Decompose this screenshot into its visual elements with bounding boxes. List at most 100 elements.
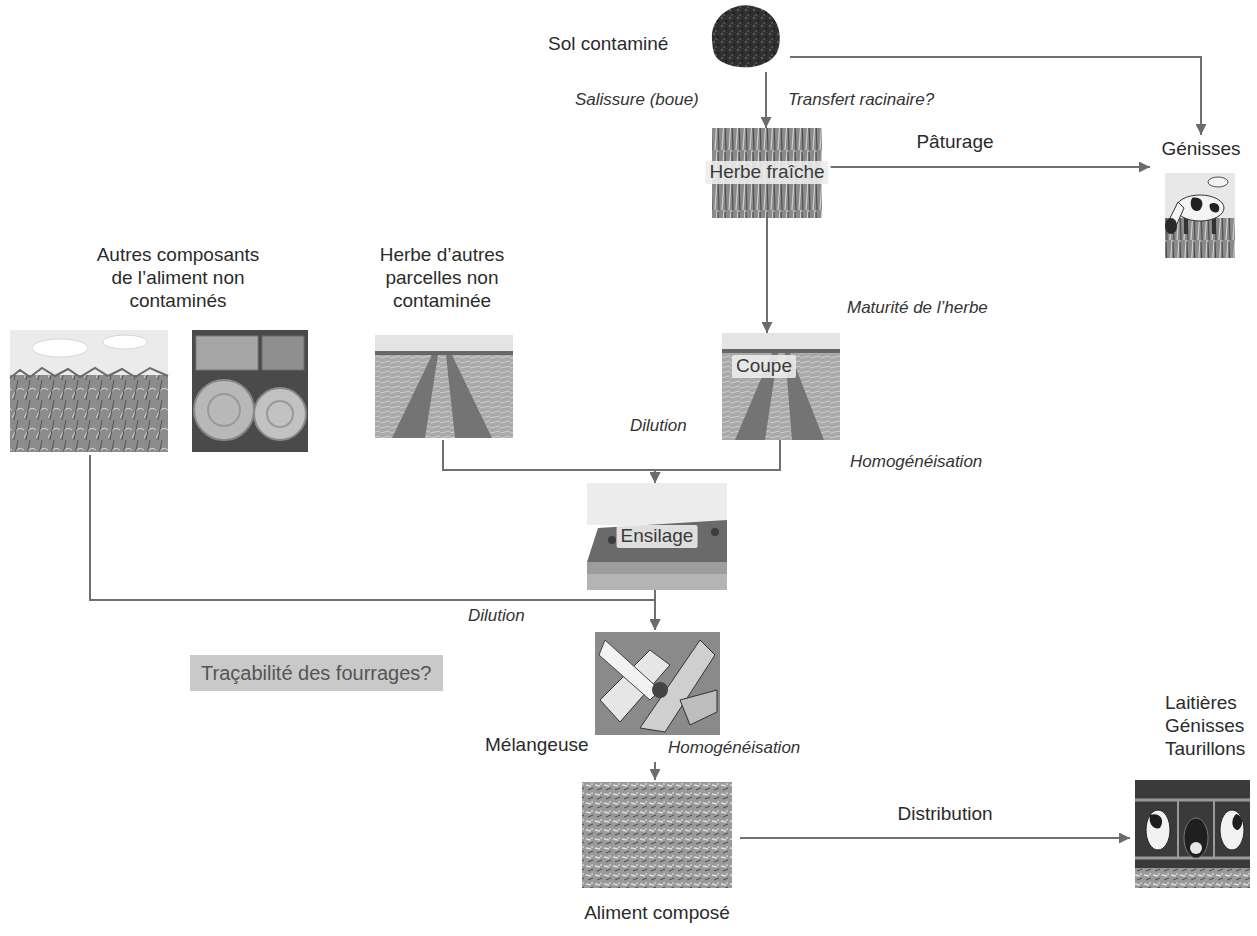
sky (722, 333, 840, 351)
cow-spot (1232, 814, 1242, 830)
grass-photo (712, 128, 822, 218)
flow-arrow (654, 590, 656, 630)
windrow (735, 353, 778, 440)
ground (587, 574, 727, 590)
edge-label: Distribution (894, 803, 995, 826)
square-bale (196, 336, 258, 370)
treeline (722, 349, 840, 353)
node-text: Autres composants de l’aliment non conta… (88, 244, 268, 312)
cow-spot (1191, 198, 1203, 211)
edge-label: Pâturage (913, 131, 996, 154)
cow-head (1184, 818, 1208, 858)
barn-photo (1135, 780, 1250, 888)
mixer-blade (599, 640, 660, 700)
process-node: Mélangeuse (480, 630, 722, 762)
tyre (711, 528, 719, 536)
label-holder: Dilution (468, 606, 525, 626)
note-box: Traçabilité des fourrages? (190, 655, 443, 691)
flow-arrow (655, 440, 780, 483)
node-text: Ensilage (617, 525, 698, 548)
label-holder: Maturité de l’herbe (847, 298, 988, 318)
flow-arrow (654, 762, 656, 780)
animal-node: Laitières Génisses Taurillons (1130, 692, 1257, 890)
feed-barrier (1213, 800, 1215, 858)
windrow (785, 353, 824, 440)
mixer-blade (680, 690, 717, 725)
sky (587, 483, 727, 525)
flow-arrow (766, 218, 768, 333)
process-note: Homogénéisation (668, 738, 800, 758)
barn-photo (192, 330, 308, 452)
connector-group (90, 57, 1201, 838)
node-text: Coupe (732, 355, 796, 378)
flow-arrow (90, 455, 655, 630)
cow-muzzle (1190, 842, 1202, 854)
photo-node: Herbe fraîche (712, 128, 831, 218)
cloud (32, 339, 88, 357)
animal-node: Génisses (1150, 135, 1252, 260)
treeline (375, 351, 513, 355)
bale-spiral (208, 394, 240, 426)
node-text: Herbe fraîche (705, 161, 828, 184)
cow-head (1220, 810, 1244, 850)
pasture (1165, 218, 1235, 258)
windrow (446, 355, 492, 438)
sky (10, 330, 168, 380)
silage-tarp (587, 520, 727, 566)
node-text: Aliment composé (584, 902, 730, 925)
feed-photo (582, 782, 732, 888)
tyre (686, 528, 694, 536)
tyre (608, 536, 616, 544)
round-bale (194, 380, 254, 440)
label-holder: Transfert racinaire? (788, 90, 934, 110)
flow-arrow (790, 57, 1201, 135)
mixer-hub (652, 682, 668, 698)
feed-in-trough (1135, 868, 1250, 888)
silage-wall (587, 562, 727, 574)
process-note: Dilution (630, 416, 687, 436)
mixer-photo (595, 632, 720, 735)
feed-barrier (1135, 799, 1250, 802)
cow-spot (1150, 814, 1162, 828)
photo-node: Ensilage (587, 483, 727, 590)
node-text: Sol contaminé (548, 33, 668, 56)
label-holder: Salissure (boue) (575, 90, 699, 110)
feed-barrier (1177, 800, 1179, 858)
field-photo (722, 353, 840, 440)
node-text: Traçabilité des fourrages? (201, 661, 432, 685)
corn-tassels (10, 368, 168, 378)
process-note: Maturité de l’herbe (847, 298, 988, 318)
label-holder: Homogénéisation (850, 452, 982, 472)
soil-photo (712, 5, 780, 67)
tyre (636, 532, 644, 540)
label-holder: Distribution (894, 803, 995, 826)
product-node: Aliment composé (575, 780, 740, 930)
corn-photo (10, 375, 168, 452)
input-node: Autres composants de l’aliment non conta… (8, 240, 310, 455)
cloud (103, 335, 147, 349)
label-holder: Homogénéisation (668, 738, 800, 758)
windrow (392, 355, 438, 438)
flow-arrow (740, 837, 1130, 839)
flow-arrow (765, 72, 767, 128)
source-node: Sol contaminé (545, 0, 790, 72)
sky (375, 335, 513, 353)
input-node: Herbe d’autres parcelles non contaminée (370, 240, 515, 440)
cow-head (1165, 218, 1177, 234)
node-text: Génisses (1161, 138, 1240, 161)
photo-node: Coupe (722, 333, 840, 440)
cow-head (1146, 810, 1170, 850)
process-note: Salissure (boue) (575, 90, 699, 110)
node-text: Herbe d’autres parcelles non contaminée (372, 244, 512, 312)
round-bale (254, 388, 306, 440)
process-note: Homogénéisation (850, 452, 982, 472)
flow-arrow (831, 166, 1150, 168)
field-photo (375, 355, 513, 438)
node-text: Mélangeuse (485, 734, 589, 757)
label-holder: Pâturage (913, 131, 996, 154)
square-bale (262, 336, 304, 370)
label-holder: Dilution (630, 416, 687, 436)
